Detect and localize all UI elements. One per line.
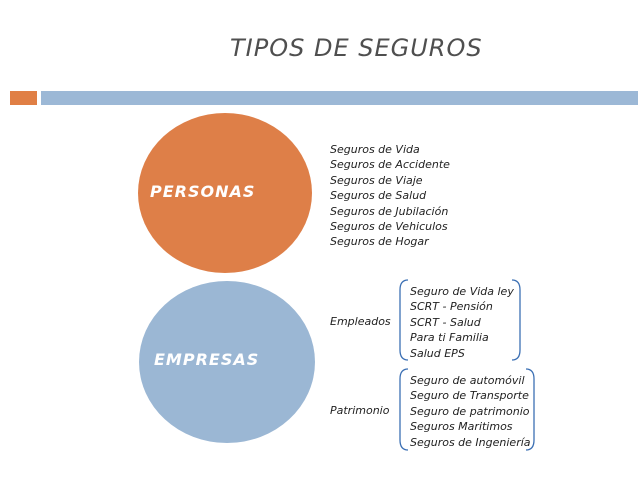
list-item: Seguros Maritimos (410, 420, 513, 434)
patrimonio-label: Patrimonio (330, 404, 390, 417)
list-item: Seguros de Accidente (330, 158, 450, 172)
list-item: Seguros de Viaje (330, 173, 423, 187)
personas-list: Seguros de Vida Seguros de Accidente Seg… (330, 142, 450, 250)
list-item: Para ti Familia (410, 331, 489, 345)
personas-circle (138, 113, 312, 273)
page-title: TIPOS DE SEGUROS (230, 34, 483, 62)
list-item: Seguros de Hogar (330, 235, 429, 249)
header-accent-bar (10, 91, 37, 105)
patrimonio-list: Seguro de automóvil Seguro de Transporte… (410, 373, 531, 450)
list-item: SCRT - Pensión (410, 300, 493, 314)
empresas-label: EMPRESAS (154, 350, 260, 369)
empleados-label: Empleados (330, 315, 391, 328)
list-item: Seguro de patrimonio (410, 404, 530, 418)
list-item: Seguro de Vida ley (410, 285, 514, 298)
list-item: Salud EPS (410, 346, 465, 360)
personas-label: PERSONAS (150, 182, 256, 201)
list-item: Seguros de Vida (330, 143, 420, 156)
list-item: Seguros de Ingeniería (410, 435, 531, 449)
list-item: Seguros de Jubilación (330, 204, 449, 218)
list-item: SCRT - Salud (410, 315, 481, 329)
patrimonio-left-brace (399, 368, 409, 451)
header-bar (41, 91, 638, 105)
empleados-left-brace (399, 279, 409, 361)
list-item: Seguro de automóvil (410, 374, 525, 387)
empleados-list: Seguro de Vida ley SCRT - Pensión SCRT -… (410, 284, 514, 361)
empresas-circle (139, 281, 315, 443)
list-item: Seguro de Transporte (410, 389, 529, 403)
list-item: Seguros de Salud (330, 189, 427, 203)
list-item: Seguros de Vehiculos (330, 219, 448, 233)
